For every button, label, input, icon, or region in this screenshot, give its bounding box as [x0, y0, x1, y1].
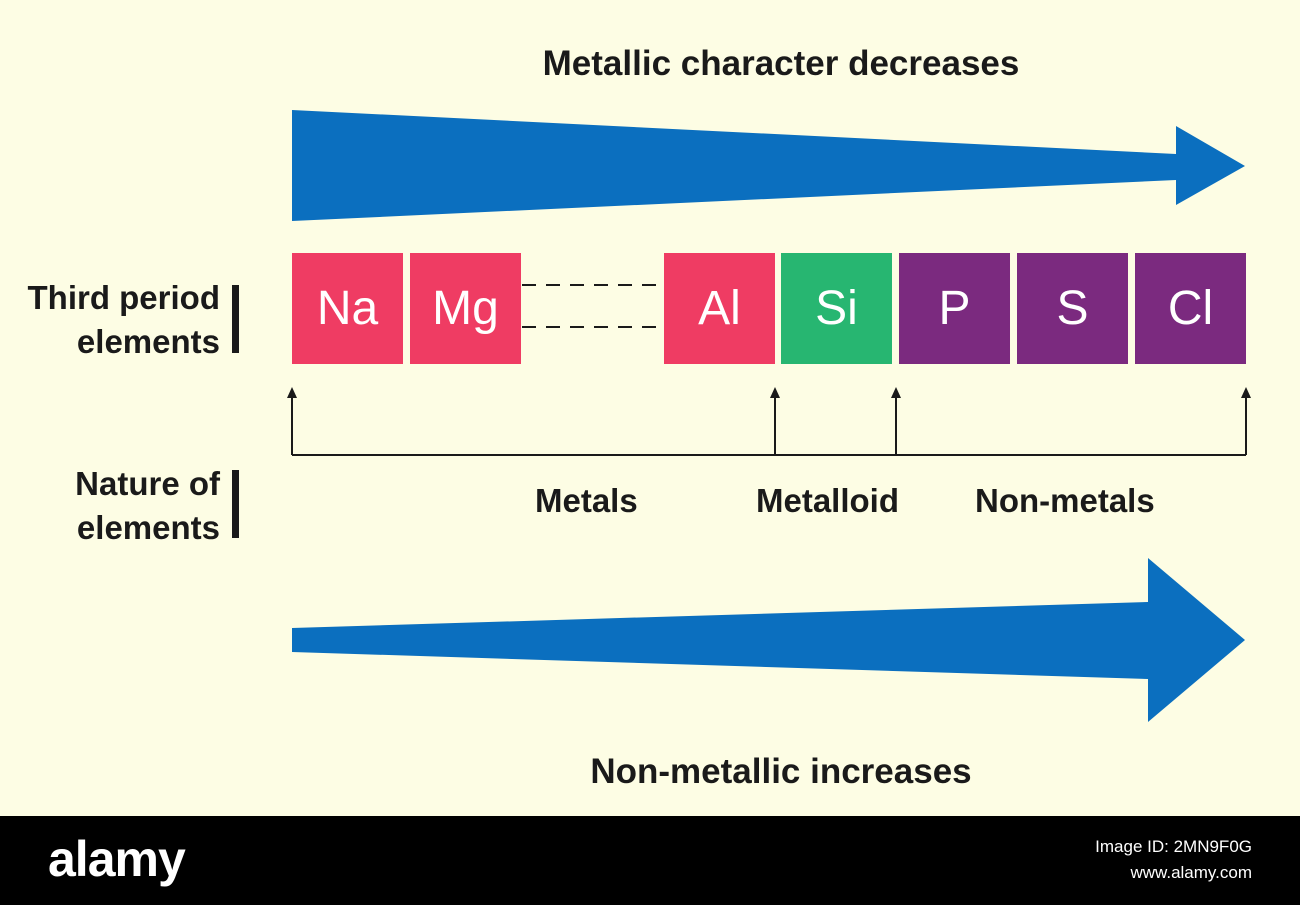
row-label-nature: Nature of elements: [75, 462, 220, 550]
element-p: P: [899, 253, 1010, 364]
row-label-nature-text: Nature of elements: [75, 465, 220, 546]
bottom-label: Non-metallic increases: [590, 752, 972, 791]
row-label-third-period: Third period elements: [28, 276, 221, 364]
site-url: www.alamy.com: [1130, 863, 1252, 882]
pointer-al: [770, 387, 780, 455]
element-al: Al: [664, 253, 775, 364]
pointer-cl: [1241, 387, 1251, 455]
category-metals: Metals: [535, 482, 638, 519]
watermark-footer: alamy Image ID: 2MN9F0G www.alamy.com: [0, 816, 1300, 905]
image-id: Image ID: 2MN9F0G: [1095, 837, 1252, 856]
element-na: Na: [292, 253, 403, 364]
top-arrow: [292, 110, 1245, 221]
element-si: Si: [781, 253, 892, 364]
element-cl: Cl: [1135, 253, 1246, 364]
diagram-graphics: [287, 110, 1251, 722]
image-id-block: Image ID: 2MN9F0G www.alamy.com: [1095, 834, 1252, 886]
row-label-third-period-text: Third period elements: [27, 279, 221, 360]
element-mg: Mg: [410, 253, 521, 364]
alamy-logo: alamy: [48, 831, 186, 887]
pointer-si: [891, 387, 901, 455]
row-label-divider: [232, 470, 239, 538]
diagram-canvas: Metallic character decreases Third perio…: [27, 44, 1251, 791]
top-label: Metallic character decreases: [542, 44, 1020, 83]
pointer-na: [287, 387, 297, 455]
category-metalloid: Metalloid: [756, 482, 900, 519]
element-s: S: [1017, 253, 1128, 364]
category-non-metals: Non-metals: [975, 482, 1155, 519]
row-label-divider: [232, 285, 239, 353]
bottom-arrow: [292, 558, 1245, 722]
